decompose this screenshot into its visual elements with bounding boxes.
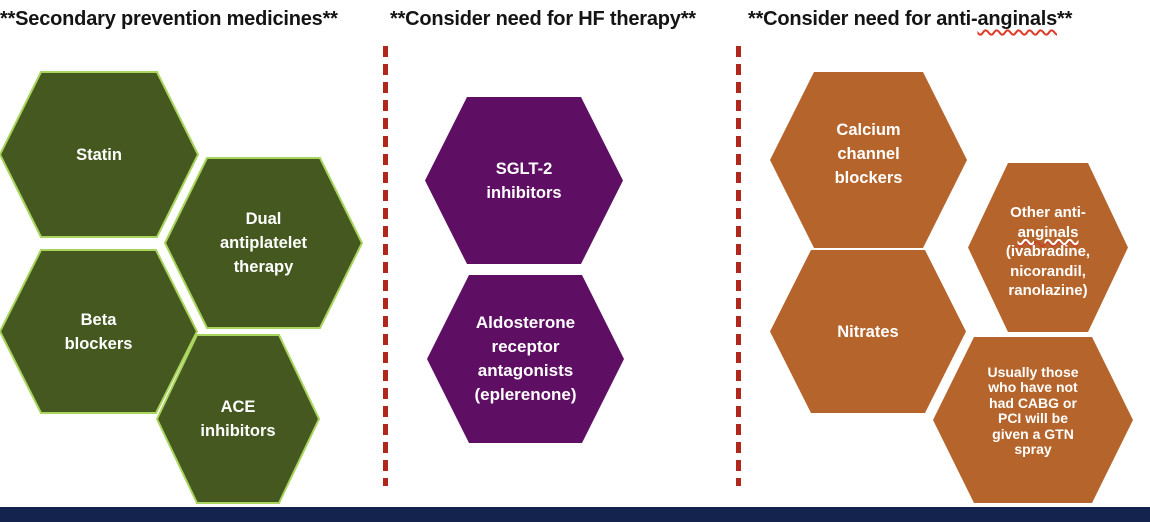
heading-hf-therapy: **Consider need for HF therapy** <box>390 8 696 30</box>
hexagon-other-anti-anginals: Other anti-anginals (ivabradine, nicorand… <box>968 163 1128 332</box>
hexagon-beta-blockers: Beta blockers <box>0 249 199 414</box>
hexagon-gtn-spray-note: Usually those who have not had CABG or P… <box>933 337 1133 503</box>
hexagon-shape <box>770 250 966 413</box>
hexagon-label: SGLT-2 inhibitors <box>486 159 562 202</box>
other-anti-anginals-line1: Other anti- <box>1010 204 1086 221</box>
hexagon-label: Nitrates <box>837 322 899 341</box>
hexagon-dual-antiplatelet: Dual antiplatelet therapy <box>163 157 364 329</box>
other-anti-anginals-drugs: (ivabradine, nicorandil, ranolazine) <box>1005 243 1091 299</box>
dashed-divider-right <box>736 46 741 486</box>
hexagon-label: Beta blockers <box>64 310 133 353</box>
hexagon-shape <box>770 72 967 248</box>
hexagon-shape <box>427 275 624 443</box>
hexagon-shape <box>0 249 199 414</box>
hexagon-shape <box>933 337 1133 503</box>
footer-bar <box>0 507 1150 522</box>
hexagon-shape <box>968 163 1128 332</box>
hexagon-ace-inhibitors: ACE inhibitors <box>155 334 321 504</box>
hexagon-label: Usually those who have not had CABG or P… <box>987 363 1079 457</box>
hexagon-calcium-channel-blockers: Calcium channel blockers <box>770 72 967 248</box>
hexagon-shape <box>425 97 623 264</box>
heading-anti-anginals-prefix: **Consider need for anti- <box>748 8 978 30</box>
hexagon-label: Dual antiplatelet therapy <box>219 210 308 276</box>
hexagon-statin: Statin <box>0 71 200 238</box>
hexagon-nitrates: Nitrates <box>770 250 966 413</box>
heading-anti-anginals: **Consider need for anti-anginals** <box>748 6 1072 32</box>
heading-anti-anginals-suffix: ** <box>1057 8 1073 30</box>
hexagon-shape <box>0 71 200 238</box>
hexagon-shape <box>155 334 321 504</box>
hexagon-sglt2-inhibitors: SGLT-2 inhibitors <box>425 97 623 264</box>
dashed-divider-left <box>383 46 388 486</box>
hexagon-label: Other anti-anginals (ivabradine, nicorand… <box>968 163 1128 332</box>
hexagon-label: Statin <box>76 145 122 164</box>
hexagon-aldosterone-antagonists: Aldosterone receptor antagonists (eplere… <box>427 275 624 443</box>
hexagon-shape <box>163 157 364 329</box>
hexagon-label: Aldosterone receptor antagonists (eplere… <box>474 313 577 404</box>
hexagon-label: ACE inhibitors <box>200 398 276 440</box>
heading-secondary-prevention: **Secondary prevention medicines** <box>0 8 338 30</box>
hexagon-label: Calcium channel blockers <box>834 121 903 187</box>
other-anti-anginals-misspelled-word: anginals <box>1017 223 1079 241</box>
heading-anti-anginals-misspelled-word: anginals <box>977 8 1058 30</box>
